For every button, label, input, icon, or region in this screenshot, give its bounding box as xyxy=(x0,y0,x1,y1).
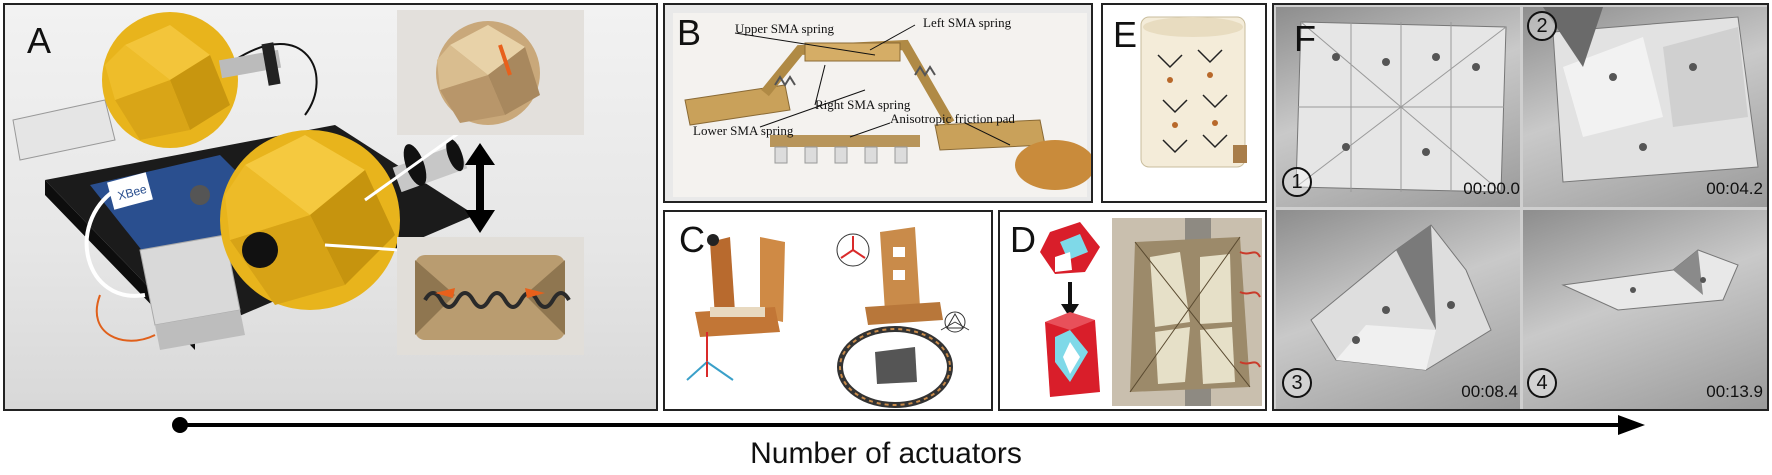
panel-a-photo: XBee xyxy=(12,10,584,355)
origami-sphere-small xyxy=(102,12,238,148)
inset-compressed-module xyxy=(397,237,584,355)
panel-e: E xyxy=(1101,3,1267,203)
label-left-sma-spring: Left SMA spring xyxy=(923,15,1012,30)
frame-number-3: 3 xyxy=(1282,368,1312,398)
panel-f-frame-4: 4 00:13.9 xyxy=(1523,210,1767,409)
transform-arrow-icon xyxy=(465,143,495,233)
actuator-axis-arrow xyxy=(172,415,1645,435)
panel-f-frame-3: 3 00:08.4 xyxy=(1276,210,1520,409)
label-right-sma-spring: Right SMA spring xyxy=(815,97,911,112)
frame-number-2: 2 xyxy=(1527,11,1557,41)
panel-letter-e: E xyxy=(1113,14,1138,55)
panel-b-photo xyxy=(665,5,1091,201)
panel-letter-d: D xyxy=(1010,219,1036,260)
panel-a: A XBee xyxy=(3,3,658,411)
panel-f: 1 00:00.0 2 00:04.2 3 00:08.4 4 00:13.9 xyxy=(1272,3,1769,411)
panel-letter-c: C xyxy=(679,219,705,260)
panel-e-photo xyxy=(1140,16,1247,168)
frame-number-1: 1 xyxy=(1282,167,1312,197)
axis-label: Number of actuators xyxy=(750,437,1022,470)
frame-time-1: 00:00.0 xyxy=(1463,179,1520,198)
inset-expanded-module xyxy=(397,10,584,135)
panel-f-frame-1: 1 00:00.0 xyxy=(1276,7,1520,207)
frame-time-4: 00:13.9 xyxy=(1706,382,1763,401)
panel-d: D xyxy=(998,210,1267,411)
label-anisotropic-friction-pad: Anisotropic friction pad xyxy=(890,111,1015,126)
panel-b: B Upper SMA spring Left SMA spring Right… xyxy=(663,3,1093,203)
panel-letter-f: F xyxy=(1294,18,1316,59)
panel-letter-b: B xyxy=(677,12,702,53)
panel-c-photo xyxy=(686,227,970,408)
label-upper-sma-spring: Upper SMA spring xyxy=(735,21,834,36)
panel-f-frame-2: 2 00:04.2 xyxy=(1523,7,1767,207)
panel-c: C xyxy=(663,210,993,411)
frame-number-4: 4 xyxy=(1527,368,1557,398)
origami-sphere-large xyxy=(220,130,400,310)
panel-d-photo xyxy=(1040,218,1262,406)
label-lower-sma-spring: Lower SMA spring xyxy=(693,123,794,138)
panel-letter-a: A xyxy=(27,20,52,61)
frame-time-3: 00:08.4 xyxy=(1461,382,1518,401)
frame-time-2: 00:04.2 xyxy=(1706,179,1763,198)
